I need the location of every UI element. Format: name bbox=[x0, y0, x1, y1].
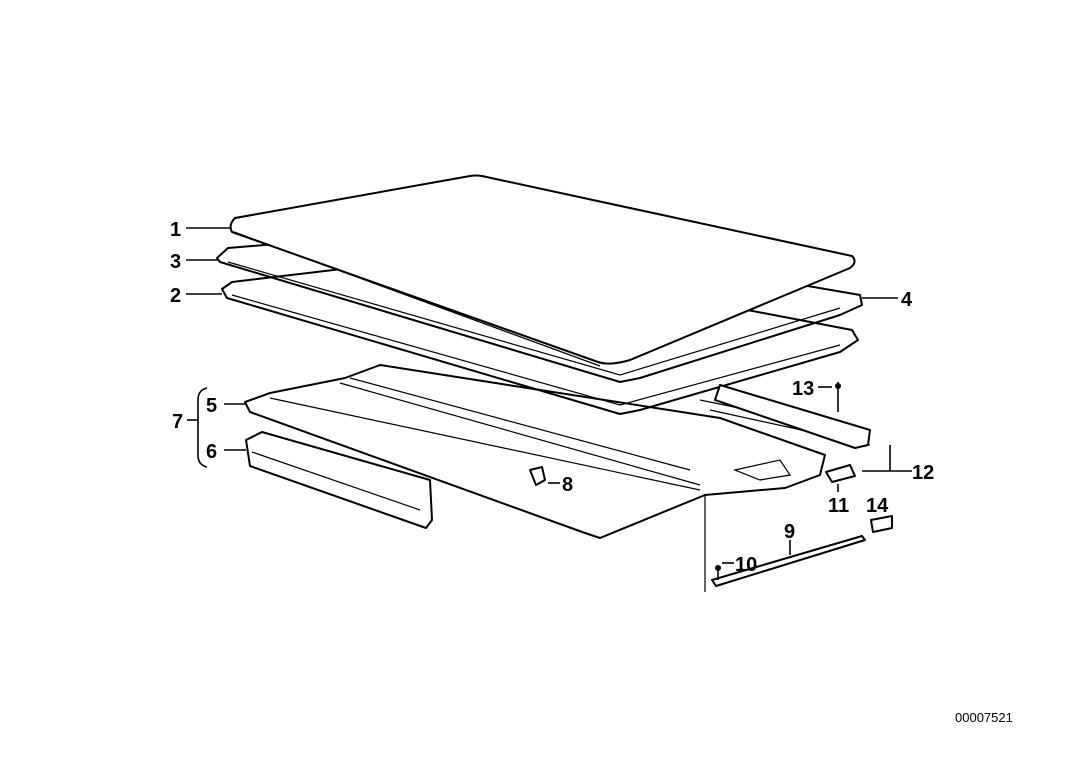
part-10-screw bbox=[715, 565, 721, 580]
callout-9: 9 bbox=[784, 521, 795, 543]
callout-1: 1 bbox=[170, 219, 181, 241]
callout-14: 14 bbox=[866, 495, 889, 517]
leader-lines bbox=[186, 227, 912, 564]
callout-13: 13 bbox=[792, 378, 814, 400]
part-6-tray bbox=[245, 431, 433, 529]
drawing-id: 00007521 bbox=[955, 710, 1013, 725]
callout-2: 2 bbox=[170, 285, 181, 307]
callout-11: 11 bbox=[828, 495, 849, 517]
callout-4: 4 bbox=[901, 289, 913, 311]
callout-5: 5 bbox=[206, 395, 217, 417]
part-9-cable bbox=[711, 535, 866, 587]
callout-6: 6 bbox=[206, 441, 217, 463]
part-1-sunroof-panel bbox=[229, 174, 856, 367]
part-12-guide-rail bbox=[714, 384, 871, 449]
callout-3: 3 bbox=[170, 251, 181, 273]
callout-7: 7 bbox=[172, 411, 183, 433]
part-5-base-frame bbox=[244, 364, 871, 592]
part-8-clip bbox=[529, 466, 546, 486]
part-14-clip bbox=[870, 515, 893, 533]
callout-12: 12 bbox=[912, 462, 934, 484]
callout-8: 8 bbox=[562, 474, 573, 496]
part-11-bracket bbox=[825, 464, 856, 483]
callout-10: 10 bbox=[735, 554, 757, 576]
part-13-screw bbox=[835, 382, 841, 412]
